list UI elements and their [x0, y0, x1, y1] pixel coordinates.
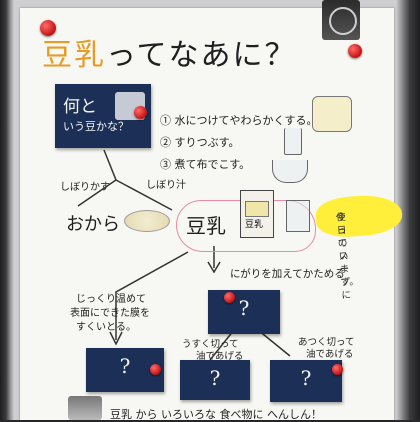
magnet-top-right — [348, 44, 362, 58]
title-main: 豆乳 — [42, 38, 106, 73]
step-1: ① 水につけてやわらかくする。 — [160, 114, 318, 127]
aburaage-note-1: うすく切って — [182, 339, 239, 350]
soaked-beans-jar — [312, 96, 352, 132]
tounyuu-label: 豆乳 — [186, 214, 226, 238]
magnet-atsuage-card — [332, 364, 343, 375]
emblem-badge — [322, 0, 360, 40]
question-mark: ? — [209, 366, 221, 390]
yuba-note-1: じっくり温めて — [76, 294, 146, 305]
soy-milk-glass — [286, 200, 310, 232]
aburaage-note-2: 油であげる — [196, 351, 244, 362]
magnet-tofu-card — [224, 292, 235, 303]
atsuage-note-1: あつく切って — [298, 337, 355, 348]
okara-label: おから — [66, 214, 120, 235]
bean-card-sub: いう豆かな？ — [63, 120, 129, 133]
question-card-atsuage: ? — [270, 360, 342, 402]
magnet-top-left — [40, 20, 56, 36]
question-mark: ? — [238, 296, 250, 320]
yuba-note-2: 表面にできた膜を — [70, 308, 150, 319]
step-2: ② すりつぶす。 — [160, 136, 240, 149]
question-mark: ? — [300, 366, 312, 390]
carton-label: 豆乳 — [245, 220, 264, 230]
branch-label-right: しぼり汁 — [146, 180, 186, 191]
question-mark: ? — [119, 354, 131, 378]
nigari-label: にがりを加えてかためる — [230, 268, 345, 280]
poster-title: 豆乳ってなあに？ — [42, 30, 297, 74]
bean-card-title: 何と — [63, 97, 97, 117]
magnet-bean-card — [134, 106, 147, 119]
step-3: ③ 煮て布でこす。 — [160, 158, 251, 171]
branch-label-left: しぼりかす — [60, 182, 110, 193]
yuba-note-3: すくいとる。 — [76, 322, 136, 333]
atsuage-note-2: 油であげる — [306, 349, 354, 360]
question-card-tofu: ? — [208, 290, 280, 334]
title-rest: ってなあに？ — [106, 38, 297, 73]
straining-pot — [272, 160, 308, 183]
magnet-holder — [68, 396, 102, 420]
magnet-yuba-card — [150, 364, 161, 375]
bottom-caption: 豆乳 から いろいろな 食べ物に へんしん！ — [110, 408, 322, 421]
okara-illustration — [124, 210, 170, 232]
question-card-aburaage: ? — [180, 360, 250, 400]
grinder-illustration — [284, 128, 302, 155]
soy-milk-carton: 豆乳 — [240, 190, 274, 238]
